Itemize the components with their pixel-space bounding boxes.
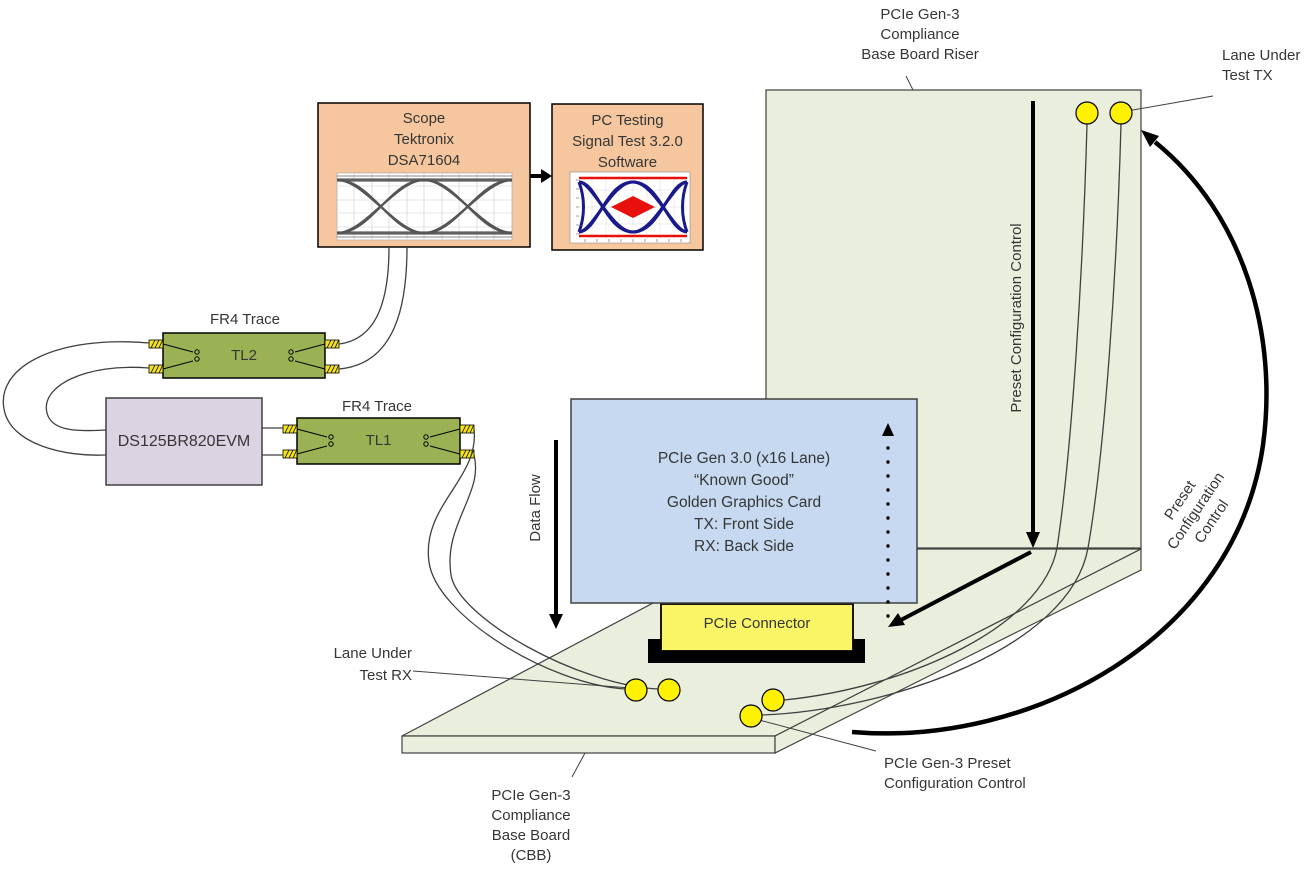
- tx-test-point-1: [1075, 101, 1099, 125]
- scope-box-title: Scope Tektronix DSA71604: [387, 110, 461, 169]
- tx-test-point-2: [1109, 101, 1133, 125]
- lane-under-test-rx-label: Lane Under Test RX: [333, 645, 412, 684]
- pc-eye-diagram-image: [569, 171, 691, 244]
- tl1-pad: [282, 424, 298, 434]
- preset-wire-1: [783, 123, 1088, 701]
- card-preset-dotted-arrow: [882, 423, 894, 618]
- preset-wires: [761, 123, 1122, 716]
- tl2-label: TL2: [231, 346, 257, 364]
- scope-tl2-cable-2: [338, 246, 408, 370]
- lane-under-test-tx-label: Lane Under Test TX: [1222, 47, 1301, 84]
- pcie-connector-box: [660, 603, 854, 652]
- tl2-board: [148, 332, 340, 379]
- scope-eye-diagram-image: [336, 172, 513, 241]
- tl2-pad: [324, 364, 340, 374]
- cbb-preset-arrow: [888, 550, 1032, 627]
- rx-test-point-2: [657, 678, 681, 702]
- tl2-pad: [148, 364, 164, 374]
- preset-cbb-label: PCIe Gen-3 Preset Configuration Control: [884, 755, 1026, 792]
- preset-test-point-2: [761, 688, 785, 712]
- riser-preset-arrow: [1026, 101, 1040, 548]
- tl2-repeater-cable-1: [2, 341, 150, 456]
- cables: [2, 246, 659, 690]
- riser-board-label: PCIe Gen-3 Compliance Base Board Riser: [830, 5, 1010, 65]
- tl1-pad: [459, 424, 475, 434]
- preset-test-point-1: [739, 704, 763, 728]
- tl1-board: [282, 417, 475, 465]
- tl2-pad: [324, 339, 340, 349]
- fr4-trace-label-tl2: FR4 Trace: [209, 311, 281, 328]
- repeater-box: [105, 397, 263, 486]
- rx-test-point-1: [624, 678, 648, 702]
- preset-control-riser-label: Preset Configuration Control: [1008, 223, 1025, 413]
- scope-tl2-cable-1: [338, 246, 390, 345]
- graphics-card-box: [570, 398, 918, 604]
- riser-label-line2: Compliance: [880, 26, 960, 43]
- graphics-card-text: PCIe Gen 3.0 (x16 Lane) “Known Good” Gol…: [657, 450, 831, 555]
- cbb-board-label: PCIe Gen-3 Compliance Base Board (CBB): [491, 787, 571, 864]
- cbb-front-edge: [401, 735, 776, 754]
- lane-rx-leader: [412, 670, 631, 689]
- data-flow-label: Data Flow: [527, 474, 544, 542]
- test-points: [624, 101, 1133, 728]
- preset-cbb-leader: [758, 719, 877, 752]
- eye-mask-diamond: [611, 196, 655, 218]
- pc-box-title: PC Testing Signal Test 3.2.0 Software: [572, 112, 683, 171]
- riser-label-line3: Base Board Riser: [861, 46, 979, 63]
- cbb-label-leader: [571, 752, 586, 778]
- pcie-connector-label: PCIe Connector: [703, 615, 811, 632]
- scope-to-pc-arrow: [530, 169, 552, 183]
- data-flow-arrow: [549, 440, 563, 629]
- preset-wire-2: [761, 123, 1122, 716]
- tl1-pad: [282, 449, 298, 459]
- tl2-pad: [148, 339, 164, 349]
- repeater-label: DS125BR820EVM: [117, 432, 251, 450]
- riser-label-line1: PCIe Gen-3: [880, 6, 960, 23]
- leader-lines: [412, 75, 1214, 778]
- tl1-rx-cable-2: [449, 454, 659, 690]
- tl1-rx-cable-1: [427, 428, 626, 690]
- tl2-repeater-cable-2: [45, 366, 150, 432]
- tl1-label: TL1: [365, 432, 392, 449]
- curved-preset-arrow: [851, 130, 1269, 736]
- riser-label-leader: [905, 75, 914, 91]
- fr4-trace-label-tl1: FR4 Trace: [341, 398, 413, 415]
- lane-tx-leader: [1126, 95, 1214, 112]
